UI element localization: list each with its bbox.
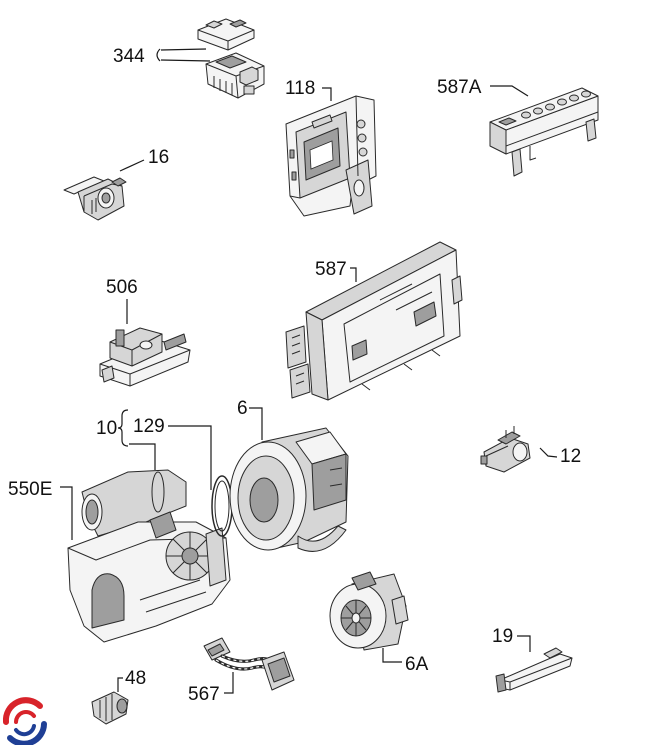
part-567-drawing bbox=[203, 637, 295, 691]
leader-line-129 bbox=[168, 425, 212, 490]
brand-logo bbox=[2, 697, 47, 745]
part-6A-drawing bbox=[329, 571, 409, 651]
part-506-drawing bbox=[99, 327, 191, 387]
part-label-587: 587 bbox=[315, 259, 347, 280]
part-label-118: 118 bbox=[285, 78, 315, 99]
part-label-19: 19 bbox=[492, 626, 513, 647]
part-label-12: 12 bbox=[560, 446, 581, 467]
part-label-344: 344 bbox=[113, 46, 145, 67]
leader-line-19 bbox=[517, 635, 531, 652]
part-label-6A: 6A bbox=[405, 654, 429, 675]
leader-line-587 bbox=[350, 267, 357, 282]
part-6-drawing bbox=[229, 427, 349, 552]
leader-line-344 bbox=[156, 48, 211, 62]
part-label-567: 567 bbox=[188, 684, 220, 705]
leader-line-16 bbox=[119, 159, 145, 172]
leader-line-587A bbox=[490, 85, 529, 97]
part-label-10: 10 bbox=[96, 418, 117, 439]
part-48-drawing bbox=[91, 691, 129, 725]
leader-line-6A bbox=[382, 648, 402, 663]
part-label-6: 6 bbox=[237, 398, 248, 419]
leader-line-550E bbox=[60, 486, 73, 540]
part-344-drawing bbox=[197, 18, 265, 99]
part-label-48: 48 bbox=[125, 668, 146, 689]
part-label-587A: 587A bbox=[437, 77, 482, 98]
part-129-drawing bbox=[211, 475, 233, 537]
leader-line-10 bbox=[129, 443, 156, 470]
part-16-drawing bbox=[63, 176, 127, 221]
part-550E-drawing bbox=[67, 469, 231, 643]
leader-line-48 bbox=[117, 677, 123, 692]
part-12-drawing bbox=[480, 426, 531, 473]
group-brace bbox=[117, 409, 129, 447]
part-19-drawing bbox=[495, 647, 573, 693]
part-label-506: 506 bbox=[106, 277, 138, 298]
part-587A-drawing bbox=[489, 87, 599, 177]
part-label-550E: 550E bbox=[8, 479, 52, 500]
leader-line-12 bbox=[539, 447, 558, 458]
part-587-drawing bbox=[285, 241, 463, 401]
part-118-drawing bbox=[285, 95, 377, 217]
leader-line-6 bbox=[249, 407, 263, 440]
leader-line-118 bbox=[322, 87, 332, 101]
part-label-129: 129 bbox=[133, 416, 165, 437]
part-label-16: 16 bbox=[148, 147, 169, 168]
leader-line-567 bbox=[224, 672, 234, 694]
